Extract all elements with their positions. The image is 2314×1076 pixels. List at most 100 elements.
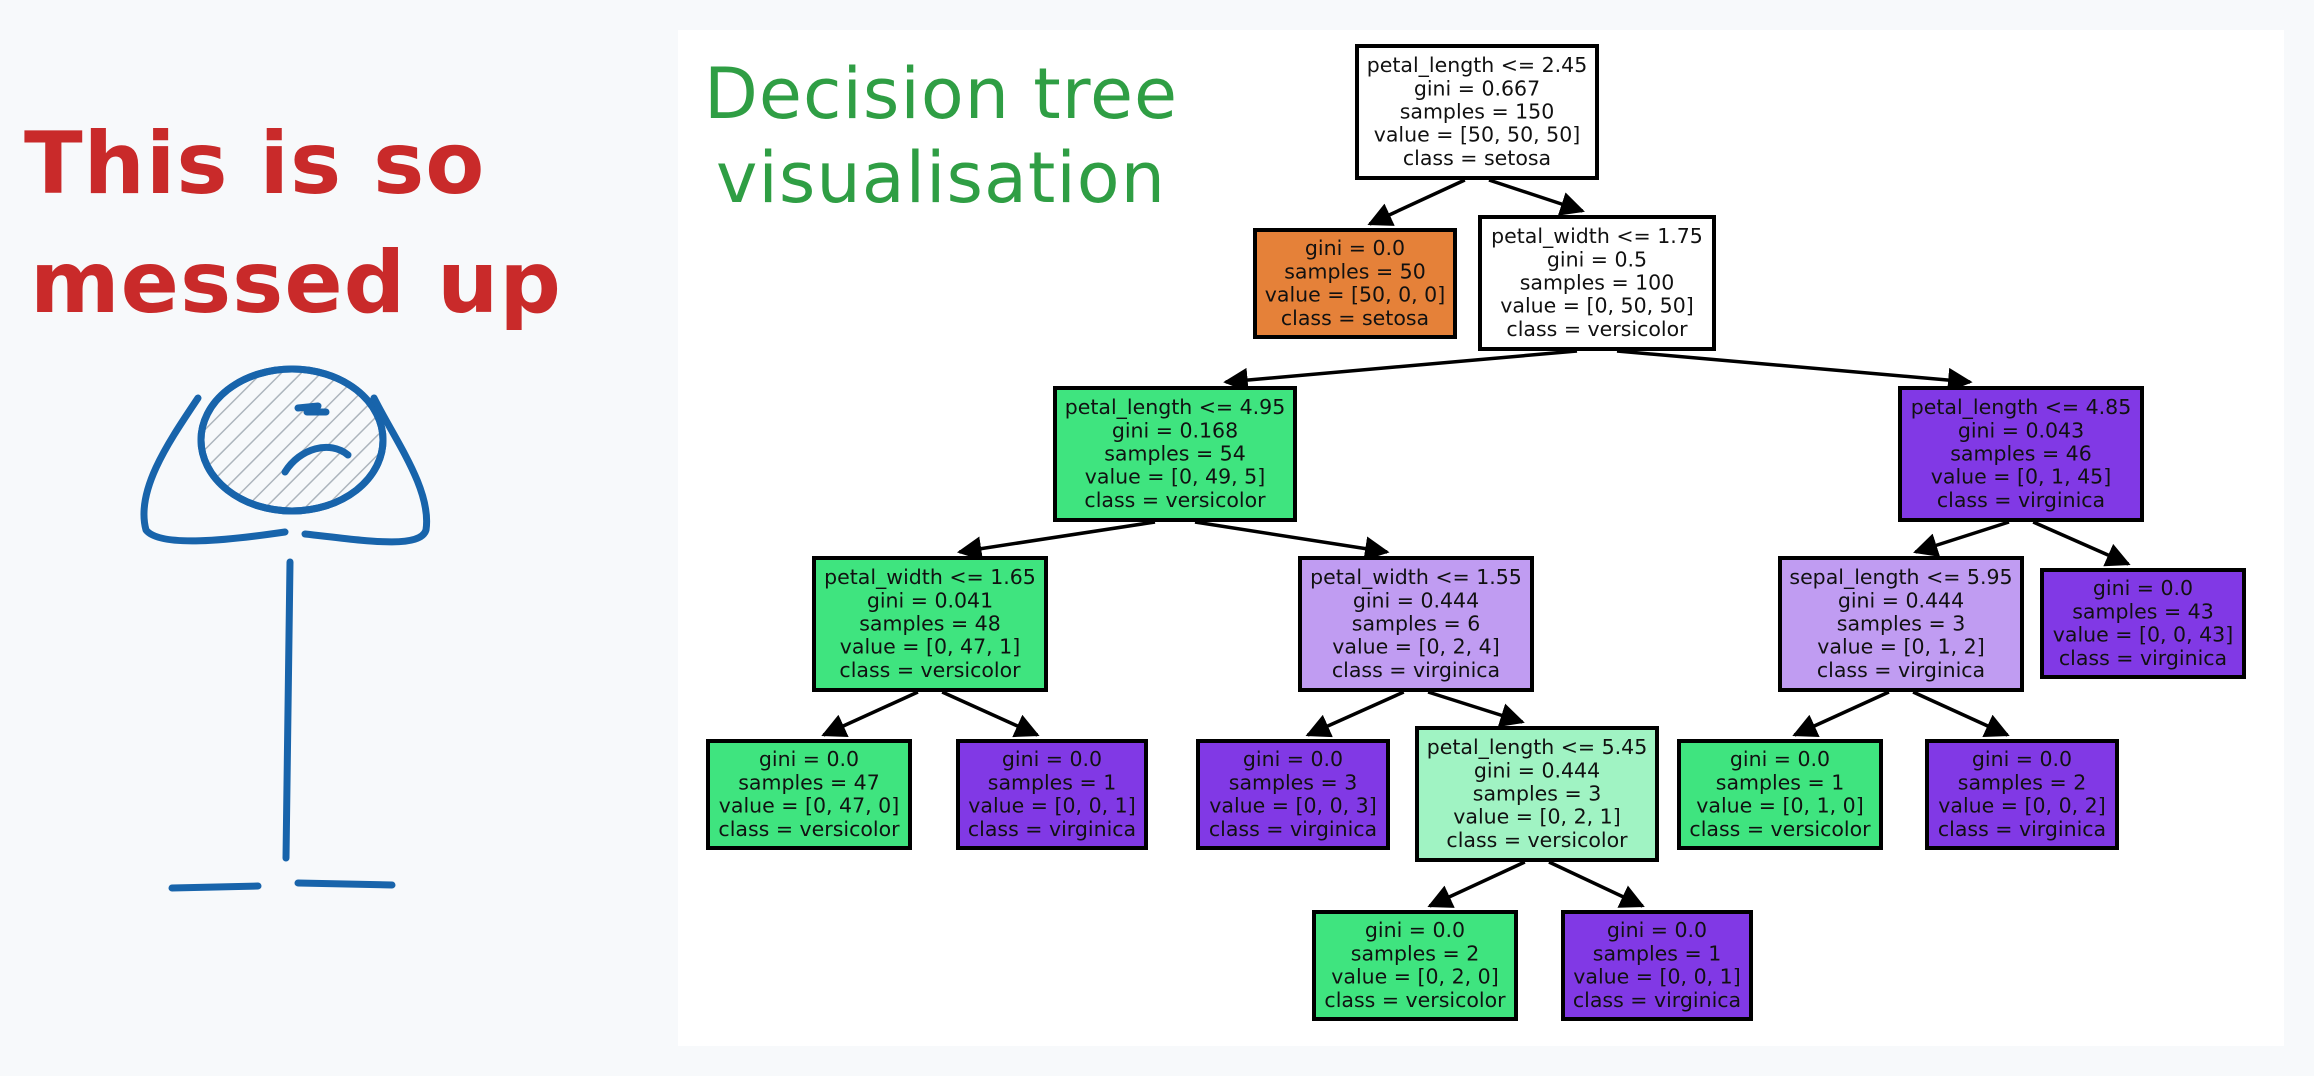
tree-edge-n0-n2 xyxy=(1488,178,1585,216)
tree-node-line: class = versicolor xyxy=(1324,988,1506,1012)
tree-node-line: class = virginica xyxy=(1938,817,2106,841)
tree-panel xyxy=(678,30,2284,1046)
tree-node-box xyxy=(1355,44,1599,180)
tree-node-line: value = [0, 49, 5] xyxy=(1085,465,1265,489)
tree-node-line: petal_length <= 2.45 xyxy=(1367,53,1588,78)
tree-node-box xyxy=(706,739,912,850)
tree-edge-n6-n12 xyxy=(1427,690,1525,727)
tree-node-line: petal_width <= 1.75 xyxy=(1491,224,1703,249)
tree-edge-n5-n9 xyxy=(821,690,919,738)
tree-node-box xyxy=(1415,726,1659,862)
stick-figure-frown xyxy=(281,444,352,476)
stick-figure xyxy=(140,365,431,892)
tree-node-line: class = virginica xyxy=(968,817,1136,841)
tree-edge-n2-n3 xyxy=(1223,349,1578,393)
tree-node-box xyxy=(956,739,1148,850)
tree-edge-n6-n11 xyxy=(1305,690,1405,738)
tree-node-line: samples = 100 xyxy=(1520,270,1675,294)
tree-node-line: samples = 54 xyxy=(1104,441,1246,465)
tree-node-line: gini = 0.444 xyxy=(1353,588,1479,612)
tree-node-line: gini = 0.0 xyxy=(2093,576,2193,600)
tree-node-line: value = [0, 0, 1] xyxy=(1573,965,1740,989)
tree-node-line: samples = 50 xyxy=(1284,259,1426,283)
tree-edge-n7-n14 xyxy=(1912,690,2010,738)
tree-node-line: samples = 47 xyxy=(738,770,880,794)
tree-node-line: value = [0, 1, 45] xyxy=(1931,465,2111,489)
tree-node-line: gini = 0.0 xyxy=(1972,747,2072,771)
tree-node-line: value = [0, 47, 1] xyxy=(840,635,1020,659)
tree-node-line: gini = 0.0 xyxy=(1002,747,1102,771)
tree-node-line: value = [50, 50, 50] xyxy=(1374,123,1581,147)
stick-figure-right-arm xyxy=(301,394,431,546)
title-line-1: Decision tree xyxy=(704,53,1178,135)
stick-figure-left-arm xyxy=(140,394,289,545)
tree-edge-n5-n10 xyxy=(941,690,1040,738)
tree-node-line: gini = 0.444 xyxy=(1474,758,1600,782)
tree-node-line: gini = 0.0 xyxy=(1365,918,1465,942)
stick-figure-right-foot xyxy=(294,879,396,889)
tree-node-line: value = [0, 2, 1] xyxy=(1453,805,1620,829)
caption-line-2: messed up xyxy=(30,233,562,333)
tree-node-line: gini = 0.0 xyxy=(1243,747,1343,771)
tree-edge-n3-n5 xyxy=(956,520,1156,561)
tree-node-line: petal_width <= 1.65 xyxy=(824,565,1036,590)
tree-node-line: class = versicolor xyxy=(839,658,1021,682)
tree-node-line: class = versicolor xyxy=(1084,488,1266,512)
tree-node-line: samples = 3 xyxy=(1837,611,1965,635)
tree-node-line: class = virginica xyxy=(1209,817,1377,841)
tree-node-line: value = [0, 1, 0] xyxy=(1696,794,1863,818)
tree-node-line: class = virginica xyxy=(1573,988,1741,1012)
stick-figure-body xyxy=(282,558,294,862)
tree-node-box xyxy=(1478,215,1716,351)
diagram-title: Decision tree visualisation xyxy=(704,53,1178,219)
tree-node-box xyxy=(1312,910,1518,1021)
tree-node-box xyxy=(1196,739,1390,850)
tree-edge-n7-n13 xyxy=(1792,690,1890,738)
tree-edge-n0-n1 xyxy=(1367,178,1466,226)
tree-node-box xyxy=(812,556,1048,692)
tree-node-line: samples = 3 xyxy=(1229,770,1357,794)
tree-node-line: samples = 46 xyxy=(1950,441,2092,465)
stick-figure-left-foot xyxy=(168,882,262,892)
tree-node-line: gini = 0.043 xyxy=(1958,418,2084,442)
tree-edge-n12-n16 xyxy=(1548,860,1645,908)
tree-node-line: samples = 1 xyxy=(1716,770,1844,794)
tree-node-line: value = [0, 47, 0] xyxy=(719,794,899,818)
stick-figure-brow xyxy=(294,402,330,416)
tree-node-line: samples = 2 xyxy=(1958,770,2086,794)
tree-node-line: petal_length <= 5.45 xyxy=(1427,735,1648,760)
tree-node-line: samples = 150 xyxy=(1400,99,1555,123)
tree-node-line: class = versicolor xyxy=(1506,317,1688,341)
tree-node-line: value = [0, 0, 3] xyxy=(1209,794,1376,818)
tree-node-line: gini = 0.5 xyxy=(1547,247,1647,271)
tree-node-box xyxy=(2040,568,2246,679)
tree-node-line: samples = 1 xyxy=(988,770,1116,794)
tree-node-line: gini = 0.0 xyxy=(759,747,859,771)
tree-edge-n2-n4 xyxy=(1616,349,1973,393)
tree-node-line: petal_length <= 4.85 xyxy=(1911,395,2132,420)
tree-node-box xyxy=(1561,910,1753,1021)
tree-node-line: class = setosa xyxy=(1403,146,1551,170)
tree-node-line: class = setosa xyxy=(1281,306,1429,330)
title-line-2: visualisation xyxy=(716,137,1166,219)
tree-node-line: gini = 0.0 xyxy=(1730,747,1830,771)
tree-edge-n12-n15 xyxy=(1427,860,1526,908)
tree-node-line: value = [0, 50, 50] xyxy=(1500,294,1693,318)
tree-node-line: class = virginica xyxy=(1332,658,1500,682)
tree-node-line: gini = 0.444 xyxy=(1838,588,1964,612)
tree-node-line: samples = 48 xyxy=(859,611,1001,635)
tree-edge-n4-n7 xyxy=(1913,520,2010,557)
